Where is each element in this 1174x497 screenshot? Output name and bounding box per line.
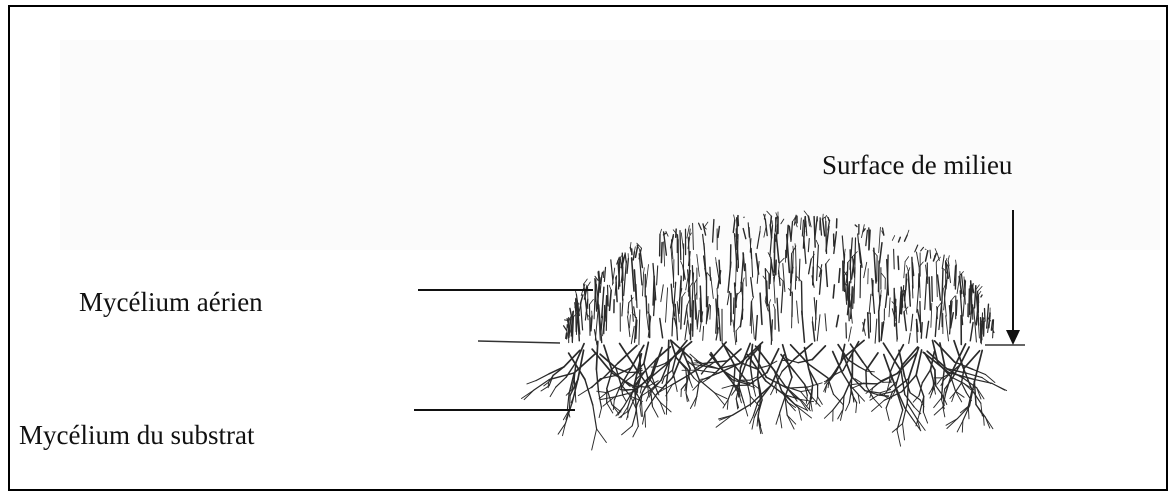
arrowhead-surface: [1006, 330, 1020, 345]
substrate-mycelium-illustration: [522, 340, 1007, 450]
label-mycelium-du-substrat: Mycélium du substrat: [19, 422, 254, 449]
aerial-mycelium-illustration: [564, 211, 995, 345]
surface-line-left: [478, 341, 560, 343]
label-surface-de-milieu: Surface de milieu: [822, 152, 1012, 179]
label-mycelium-aerien: Mycélium aérien: [79, 289, 263, 316]
